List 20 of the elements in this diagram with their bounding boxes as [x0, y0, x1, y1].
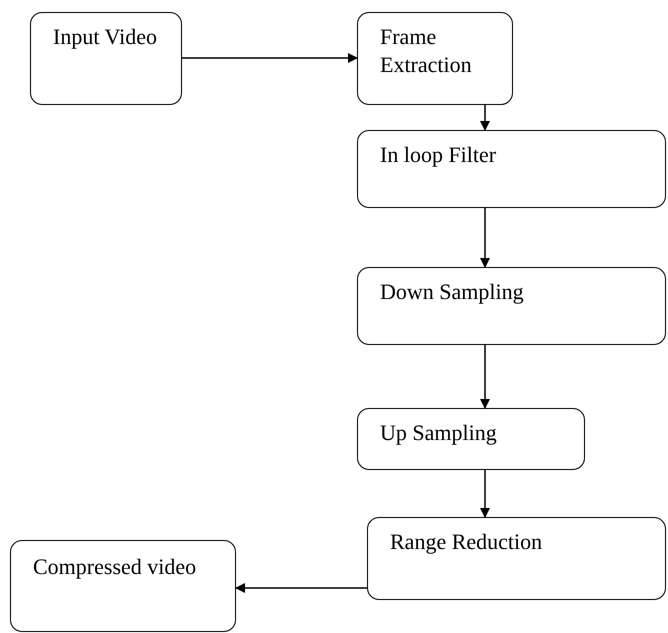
box-label: Input Video — [53, 23, 158, 50]
process-box — [367, 517, 666, 600]
process-box — [30, 12, 182, 105]
arrow — [182, 53, 358, 63]
process-box — [357, 408, 585, 470]
arrow — [480, 345, 490, 409]
process-box — [357, 267, 666, 345]
box-label: Frame Extraction — [380, 23, 473, 78]
box-label: Up Sampling — [380, 419, 498, 446]
process-box — [357, 130, 666, 208]
process-box — [357, 12, 513, 105]
arrow — [235, 583, 367, 593]
arrow — [480, 208, 490, 268]
box-label: In loop Filter — [380, 141, 498, 168]
arrow — [480, 105, 490, 131]
box-label: Down Sampling — [380, 278, 525, 306]
arrow — [480, 470, 490, 518]
process-box — [10, 540, 236, 632]
box-label: Compressed video — [33, 553, 198, 580]
box-label: Range Reduction — [390, 528, 544, 556]
